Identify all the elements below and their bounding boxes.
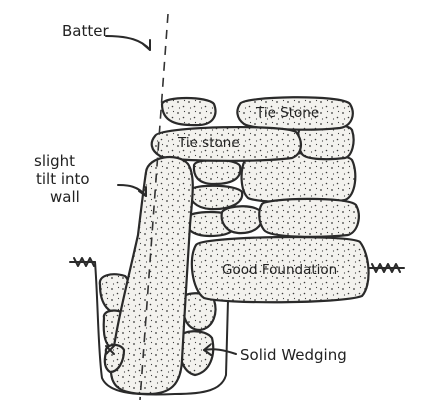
batter-arrow	[106, 36, 150, 50]
batter-label: Batter	[62, 22, 109, 40]
cope-stone-left	[162, 98, 215, 125]
solid-wedging-label: Solid Wedging	[240, 346, 347, 364]
slight-tilt-label-line1: slight	[34, 152, 75, 170]
tie-stone-top-label: Tie Stone	[255, 105, 319, 121]
tie-stone-left-label: Tie stone	[177, 135, 240, 151]
wedging-arrow	[204, 345, 236, 355]
good-foundation-label: Good Foundation	[222, 262, 337, 278]
slight-tilt-label-line2: tilt into	[36, 170, 90, 188]
tilt-arrow	[118, 185, 146, 196]
slight-tilt-label-line3: wall	[50, 188, 80, 206]
